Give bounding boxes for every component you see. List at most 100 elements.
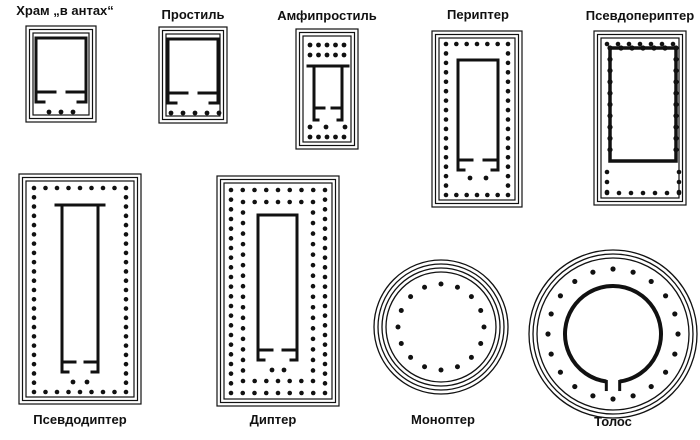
column — [31, 315, 37, 321]
column — [269, 367, 275, 373]
column — [485, 41, 490, 47]
column — [31, 259, 37, 265]
column — [316, 52, 321, 58]
cella-wall — [563, 284, 663, 384]
column — [443, 117, 449, 122]
column — [240, 210, 246, 215]
label-pseudoperipteros: Псевдопериптер — [585, 8, 695, 23]
column — [443, 192, 449, 198]
stylobate-ring — [532, 253, 694, 415]
stylobate-step — [295, 28, 359, 150]
column — [123, 343, 129, 348]
column — [123, 185, 129, 191]
stylobate-step — [161, 29, 225, 121]
column — [676, 179, 682, 185]
column — [316, 42, 321, 48]
column — [123, 213, 129, 219]
column — [322, 323, 328, 328]
stylobate-step — [596, 33, 684, 203]
column — [31, 343, 37, 348]
column — [240, 283, 246, 289]
column — [322, 332, 328, 338]
column — [454, 41, 459, 47]
column — [322, 303, 328, 309]
column — [422, 284, 428, 290]
column — [607, 90, 613, 96]
column — [323, 124, 329, 130]
column — [252, 390, 257, 396]
column — [252, 199, 257, 205]
column — [240, 390, 246, 396]
column — [673, 147, 679, 153]
column — [322, 352, 328, 357]
column — [572, 278, 578, 285]
column — [505, 164, 511, 169]
column — [240, 231, 246, 236]
column — [31, 380, 37, 386]
column — [228, 226, 234, 231]
column — [333, 52, 338, 58]
column — [310, 199, 316, 205]
stylobate-step — [21, 176, 139, 402]
column — [31, 222, 37, 228]
column — [607, 135, 613, 141]
column — [590, 393, 596, 399]
column — [322, 294, 328, 299]
column — [31, 213, 37, 219]
label-prostyle: Простиль — [161, 7, 225, 22]
column — [474, 192, 480, 198]
column — [240, 315, 246, 321]
column — [77, 389, 83, 395]
column — [467, 175, 473, 181]
column — [123, 389, 129, 395]
column — [322, 197, 328, 202]
column — [307, 42, 313, 48]
column — [240, 357, 246, 363]
stylobate-step — [216, 175, 340, 407]
plan-prostyle — [158, 26, 228, 124]
column — [478, 340, 484, 346]
column — [112, 185, 117, 191]
column — [664, 190, 670, 196]
column — [123, 287, 129, 293]
stylobate-step — [25, 25, 97, 123]
column — [228, 361, 234, 367]
column — [307, 52, 313, 58]
column — [54, 185, 60, 191]
stylobate-step — [25, 180, 135, 398]
column — [604, 190, 610, 196]
column — [607, 45, 613, 51]
column — [464, 192, 469, 198]
column — [637, 41, 643, 47]
column — [123, 334, 129, 339]
column — [228, 390, 234, 396]
column — [240, 252, 246, 257]
column — [443, 145, 449, 151]
column — [31, 185, 37, 191]
column — [31, 278, 37, 284]
column — [275, 199, 281, 205]
column — [454, 364, 460, 370]
column — [443, 136, 449, 141]
column — [342, 124, 348, 130]
column — [299, 390, 304, 396]
stylobate-step — [223, 182, 333, 400]
column — [505, 60, 511, 66]
stylobate-step — [219, 178, 337, 404]
stylobate-step — [600, 37, 680, 199]
column — [505, 126, 511, 132]
column — [662, 293, 669, 299]
column — [123, 259, 129, 265]
column — [648, 278, 654, 285]
column — [228, 342, 234, 347]
column — [287, 378, 292, 384]
column — [322, 361, 328, 367]
column — [180, 110, 186, 116]
column — [70, 379, 76, 385]
column — [240, 220, 246, 226]
column — [123, 315, 129, 321]
column — [31, 361, 37, 367]
stylobate-step — [593, 30, 687, 206]
column — [31, 371, 37, 376]
